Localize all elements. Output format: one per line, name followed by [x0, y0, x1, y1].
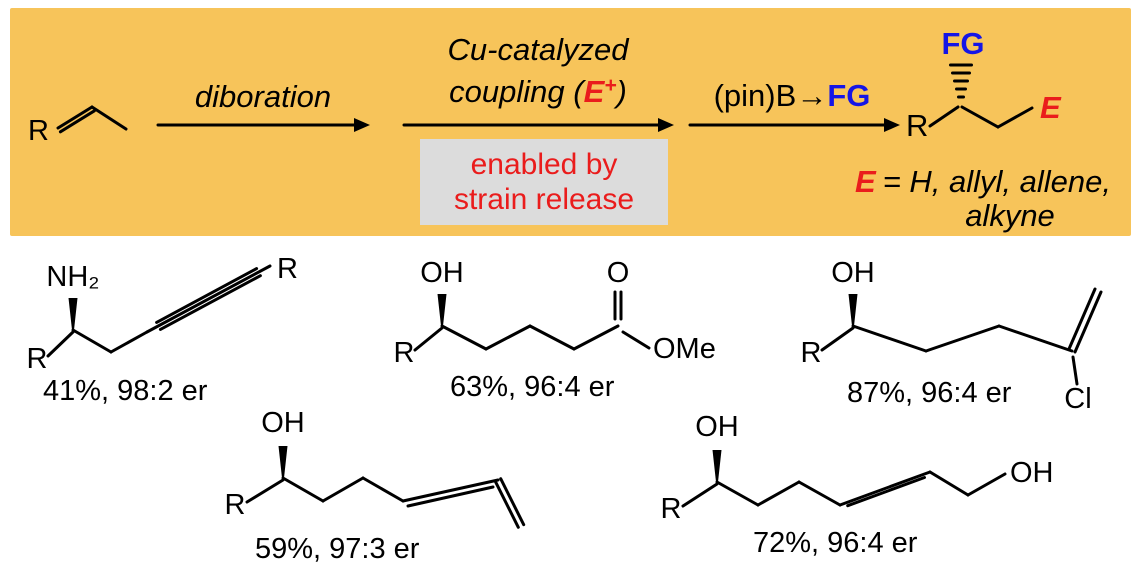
stereo-wedge-4: [278, 446, 288, 478]
hydroxyl-label: OH: [261, 407, 305, 439]
hydroxyl-label: OH: [695, 411, 739, 443]
r-group-label: R: [27, 343, 48, 375]
product-hashed-wedge: [949, 63, 973, 99]
r-group-label: R: [277, 253, 298, 285]
stereo-wedge-2: [437, 294, 447, 326]
yield-er-label: 63%, 96:4 er: [450, 371, 615, 403]
arrowhead-2: [658, 118, 674, 132]
reaction-arrow-2: [402, 118, 674, 132]
products-canvas: NH₂ R R 41%, 98:2 er OH R: [27, 253, 1103, 565]
step1-label: diboration: [195, 79, 331, 114]
note-line2: strain release: [454, 183, 634, 216]
r-group-label: R: [225, 489, 246, 521]
yield-er-label: 59%, 97:3 er: [255, 533, 420, 565]
strain-release-note-box: [420, 139, 668, 225]
product-structure-2: OH R O OMe 63%, 96:4 er: [394, 257, 716, 403]
r-group-label: R: [801, 337, 822, 369]
r-group-label: R: [661, 493, 682, 525]
product-structure-1: NH₂ R R 41%, 98:2 er: [27, 253, 298, 407]
skeleton-bonds-3: [820, 287, 1103, 386]
reactant-r-label: R: [28, 115, 49, 147]
ome-label: OMe: [653, 333, 716, 365]
r-group-label: R: [394, 337, 415, 369]
terminal-hydroxyl-label: OH: [1010, 457, 1054, 489]
product-examples-area: NH₂ R R 41%, 98:2 er OH R: [0, 240, 1141, 571]
reaction-scheme-banner: R diboration Cu-catalyzed coupling (E+) …: [10, 8, 1131, 236]
yield-er-label: 72%, 96:4 er: [753, 527, 918, 559]
skeleton-bonds-2: [413, 290, 651, 352]
stereo-wedge-1: [68, 298, 78, 330]
arrowhead-1: [354, 118, 370, 132]
stereo-wedge-3: [848, 294, 858, 326]
banner-product-structure: FG R E: [906, 26, 1062, 143]
step2-label-line2: coupling (E+): [449, 74, 627, 109]
e-definition-line2: alkyne: [965, 198, 1055, 233]
yield-er-label: 87%, 96:4 er: [847, 377, 1012, 409]
reaction-arrow-1: [156, 118, 370, 132]
carbonyl-o-label: O: [607, 257, 630, 289]
product-structure-5: OH R OH 72%, 96:4 er: [661, 411, 1054, 559]
step2-label-line1: Cu-catalyzed: [448, 32, 631, 67]
arrowhead-3: [884, 118, 900, 132]
product-structure-4: OH R 59%, 97:3 er: [225, 407, 526, 565]
step3-label: (pin)B→FG: [714, 78, 871, 113]
product-e-label: E: [1040, 90, 1062, 125]
skeleton-bonds-1: [46, 264, 272, 358]
product-structure-3: OH R Cl 87%, 96:4 er: [801, 257, 1103, 415]
hydroxyl-label: OH: [831, 257, 875, 289]
chloride-label: Cl: [1064, 383, 1091, 415]
product-r-label: R: [906, 108, 928, 143]
hydroxyl-label: OH: [420, 257, 464, 289]
yield-er-label: 41%, 98:2 er: [43, 375, 208, 407]
stereo-wedge-5: [712, 450, 722, 482]
banner-scheme-canvas: R diboration Cu-catalyzed coupling (E+) …: [28, 26, 1111, 233]
amine-label: NH₂: [46, 261, 99, 293]
reactant-structure: R: [28, 105, 128, 147]
reactant-bonds: [56, 105, 128, 134]
note-line1: enabled by: [471, 148, 618, 181]
product-bonds: [928, 105, 1034, 129]
skeleton-bonds-4: [245, 476, 526, 529]
product-fg-label: FG: [941, 26, 984, 61]
e-definition-line1: E= H, allyl, allene,: [855, 164, 1111, 199]
reaction-arrow-3: [688, 118, 900, 132]
skeleton-bonds-5: [681, 470, 1007, 508]
